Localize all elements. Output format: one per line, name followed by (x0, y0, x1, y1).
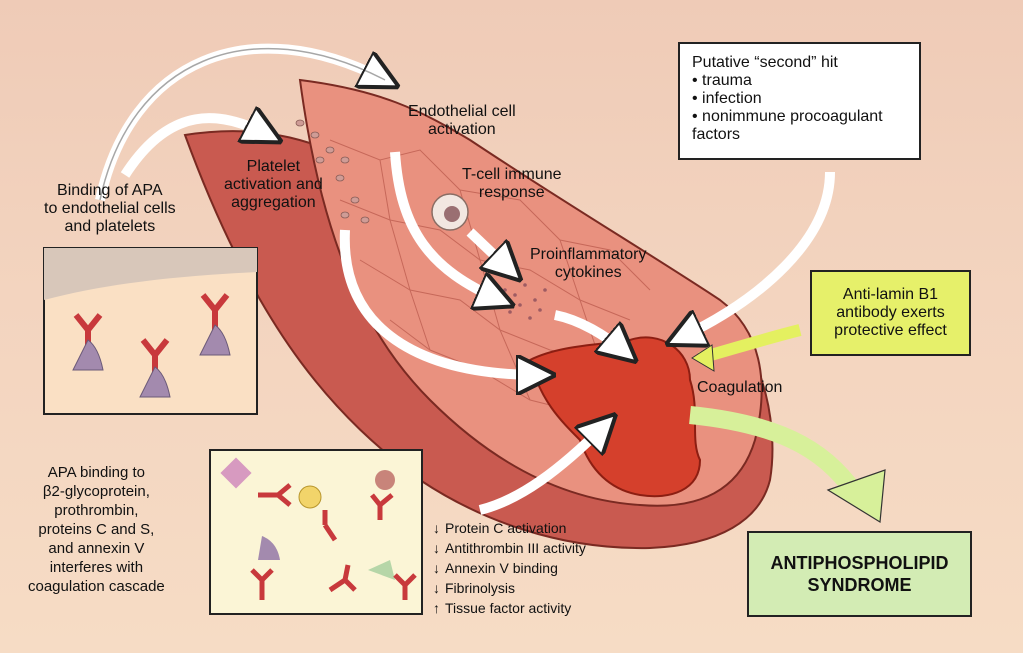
second-hit-list: trauma infection nonimmune procoagulant … (692, 72, 907, 144)
effect-item: ↓Antithrombin III activity (433, 540, 586, 556)
down-arrow-icon: ↓ (433, 580, 440, 596)
inset-coagulation-proteins (209, 449, 423, 615)
down-arrow-icon: ↓ (433, 540, 440, 556)
coagulation-effects-list: ↓Protein C activation ↓Antithrombin III … (433, 518, 586, 618)
platelets (295, 119, 370, 224)
inset-endothelial-binding (43, 247, 258, 415)
effect-item: ↓Annexin V binding (433, 560, 558, 576)
effect-item: ↓Fibrinolysis (433, 580, 516, 596)
second-hit-item: infection (692, 90, 907, 108)
effect-item: ↓Protein C activation (433, 520, 567, 536)
down-arrow-icon: ↓ (433, 520, 440, 536)
label-apa-binding-cascade: APA binding to β2-glycoprotein, prothrom… (28, 464, 165, 595)
second-hit-title: Putative “second” hit (692, 54, 838, 71)
label-coagulation: Coagulation (697, 379, 783, 396)
label-binding-apa: Binding of APA to endothelial cells and … (44, 182, 176, 235)
label-platelet-activation: Platelet activation and aggregation (224, 158, 323, 211)
effect-item: ↑Tissue factor activity (433, 600, 572, 616)
anti-lamin-box: Anti-lamin B1 antibody exerts protective… (810, 270, 971, 356)
label-cytokines: Proinflammatory cytokines (530, 246, 647, 281)
up-arrow-icon: ↑ (433, 600, 440, 616)
second-hit-item: nonimmune procoagulant factors (692, 108, 907, 144)
second-hit-box: Putative “second” hit trauma infection n… (678, 42, 921, 160)
green-arrowhead (826, 469, 886, 524)
outcome-box: ANTIPHOSPHOLIPID SYNDROME (747, 531, 972, 617)
second-hit-item: trauma (692, 72, 907, 90)
yellow-arrowhead (691, 344, 715, 372)
label-endothelial-activation: Endothelial cell activation (408, 103, 516, 138)
label-tcell-response: T-cell immune response (462, 166, 562, 201)
white-arrows (95, 43, 835, 515)
white-arrow-outlines (99, 47, 386, 201)
down-arrow-icon: ↓ (433, 560, 440, 576)
